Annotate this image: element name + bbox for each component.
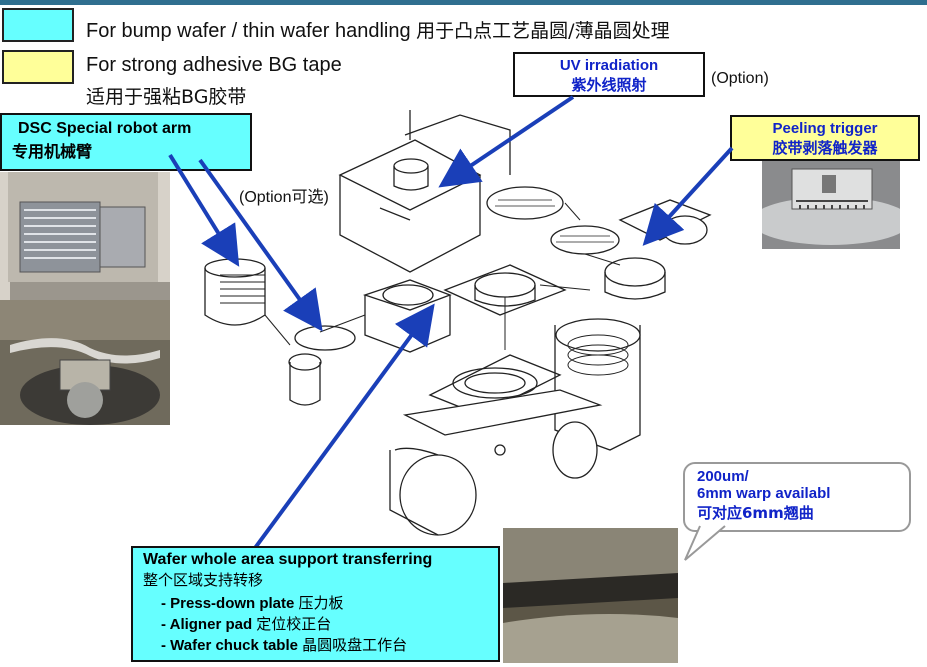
arrow-robot-2 — [198, 158, 323, 332]
robot-photo-top — [0, 172, 170, 300]
machine-diagram — [204, 110, 712, 536]
robot-arm-title: DSC Special robot arm — [18, 120, 192, 137]
warp-photo — [503, 528, 678, 663]
warp-line-2: 6mm warp availabl — [697, 485, 831, 502]
transfer-item-3-label: - Wafer chuck table — [161, 637, 298, 654]
uv-title: UV irradiation — [559, 57, 659, 74]
robot-arm-callout: DSC Special robot arm 专用机械臂 — [0, 113, 252, 171]
robot-option-label: (Option可选) — [239, 189, 329, 206]
warp-line-1: 200um/ — [697, 468, 749, 485]
warp-callout-tail — [684, 525, 726, 561]
transfer-item-2: - Aligner pad 定位校正台 — [161, 613, 498, 634]
peeling-title: Peeling trigger — [772, 120, 878, 137]
robot-photo-bottom-image — [0, 300, 170, 425]
legend-item-1: For bump wafer / thin wafer handling 用于凸… — [86, 16, 670, 43]
warp-callout: 200um/ 6mm warp availabl 可对应6mm翘曲 — [683, 462, 911, 532]
legend-label-1-cn: 用于凸点工艺晶圆/薄晶圆处理 — [416, 20, 670, 42]
transfer-item-2-label: - Aligner pad — [161, 616, 253, 633]
legend-label-2-cn: 适用于强粘BG胶带 — [86, 86, 247, 108]
transfer-title: Wafer whole area support transferring — [143, 551, 433, 568]
peeling-photo — [762, 161, 900, 249]
uv-title-cn: 紫外线照射 — [571, 76, 647, 94]
transfer-item-2-cn: 定位校正台 — [256, 615, 332, 633]
legend-swatch-yellow — [2, 50, 74, 84]
warp-line-3: 可对应6mm翘曲 — [697, 504, 814, 522]
peeling-photo-image — [762, 161, 900, 249]
warp-photo-image — [503, 528, 678, 663]
arrow-transfer — [253, 303, 435, 550]
robot-photo-top-image — [0, 172, 170, 300]
uv-option-label: (Option) — [711, 70, 769, 87]
header-bar — [0, 0, 927, 5]
transfer-item-3: - Wafer chuck table 晶圆吸盘工作台 — [161, 634, 498, 655]
legend-label-1: For bump wafer / thin wafer handling — [86, 20, 411, 42]
transfer-title-cn: 整个区域支持转移 — [143, 571, 264, 589]
arrow-uv — [438, 95, 575, 188]
legend-label-2: For strong adhesive BG tape — [86, 54, 342, 76]
arrow-peeling — [642, 146, 734, 246]
robot-arm-title-cn: 专用机械臂 — [12, 142, 93, 161]
transfer-item-1-cn: 压力板 — [298, 594, 344, 612]
uv-irradiation-callout: UV irradiation 紫外线照射 — [513, 52, 705, 97]
robot-photo-bottom — [0, 300, 170, 425]
transfer-callout: Wafer whole area support transferring 整个… — [131, 546, 500, 662]
peeling-trigger-callout: Peeling trigger 胶带剥落触发器 — [730, 115, 920, 161]
peeling-title-cn: 胶带剥落触发器 — [772, 139, 878, 157]
transfer-item-3-cn: 晶圆吸盘工作台 — [302, 636, 408, 654]
transfer-item-1-label: - Press-down plate — [161, 595, 295, 612]
arrow-robot-1 — [168, 153, 240, 267]
legend-swatch-cyan — [2, 8, 74, 42]
transfer-item-1: - Press-down plate 压力板 — [161, 592, 498, 613]
